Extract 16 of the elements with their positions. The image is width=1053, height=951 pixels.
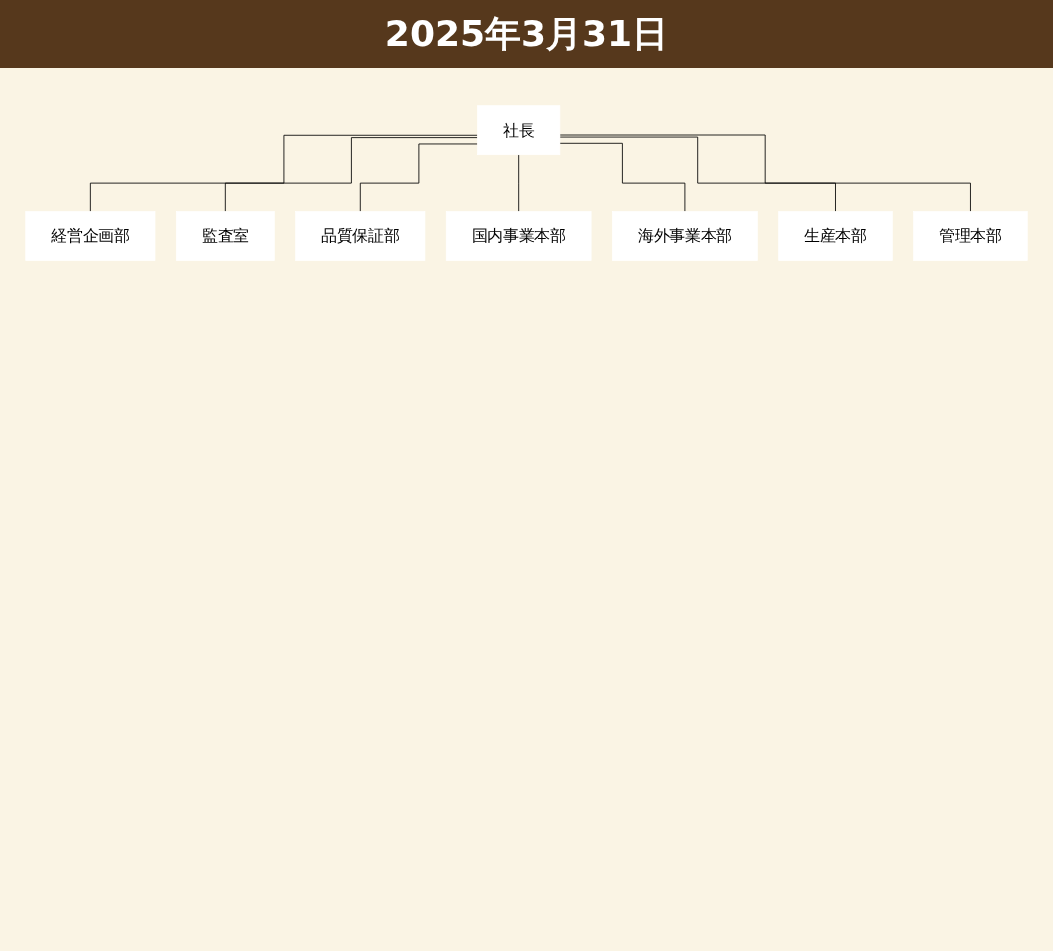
node-box: 海外事業本部 bbox=[612, 211, 758, 261]
connector bbox=[89, 134, 478, 212]
connector bbox=[518, 154, 520, 212]
node-box: 管理本部 bbox=[913, 211, 1028, 261]
connector bbox=[359, 143, 478, 212]
title-banner: 2025年3月31日 bbox=[0, 0, 1053, 68]
node-box: 経営企画部 bbox=[25, 211, 156, 261]
connector bbox=[559, 142, 686, 212]
node-box: 監査室 bbox=[175, 211, 275, 261]
connector bbox=[559, 136, 836, 212]
node-box: 生産本部 bbox=[778, 211, 893, 261]
connector bbox=[559, 134, 971, 212]
connector bbox=[224, 137, 478, 212]
node-box: 品質保証部 bbox=[295, 211, 426, 261]
node-box: 国内事業本部 bbox=[445, 211, 592, 261]
node-box: 社長 bbox=[477, 105, 561, 156]
